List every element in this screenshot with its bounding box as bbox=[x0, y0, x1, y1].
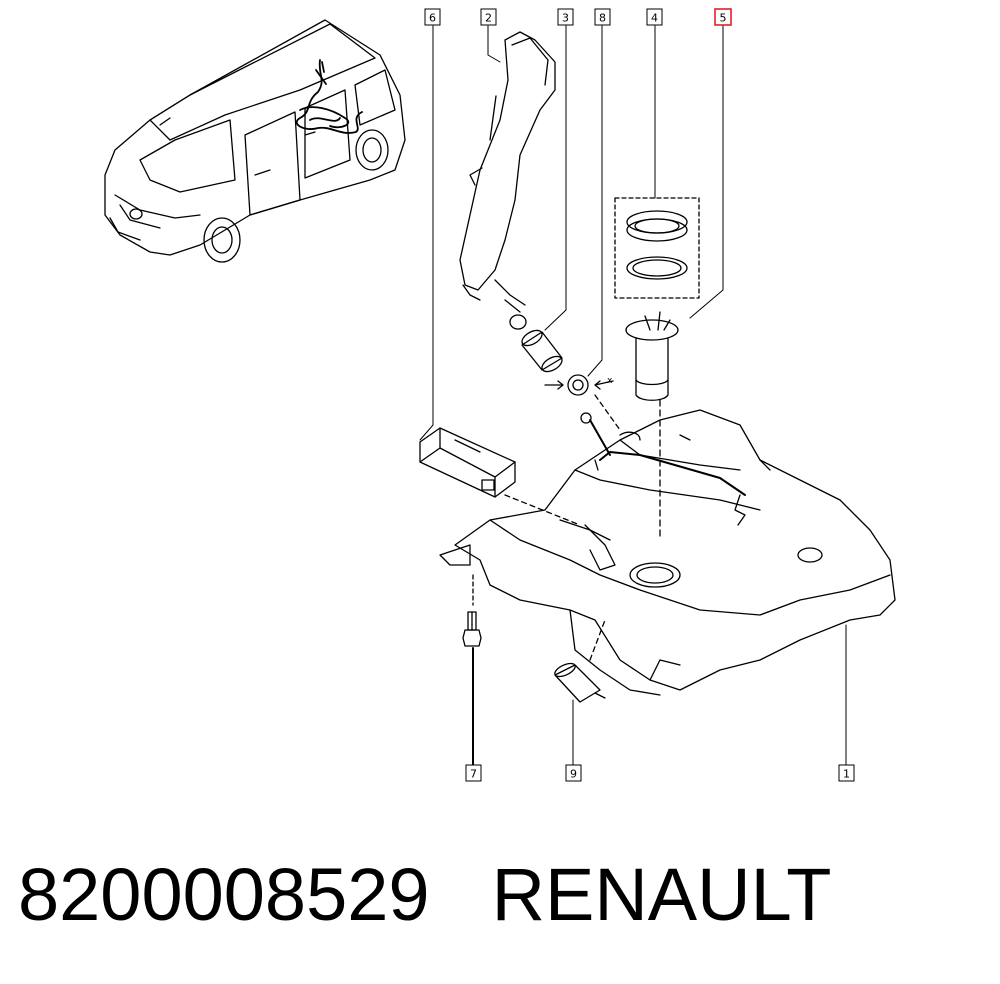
callout-2: 2 bbox=[480, 8, 497, 26]
fuel-pump-part bbox=[625, 311, 679, 541]
callout-4: 4 bbox=[646, 8, 663, 26]
callout-1-text: 1 bbox=[843, 768, 850, 781]
callout-6: 6 bbox=[424, 8, 441, 26]
callout-5-text: 5 bbox=[720, 12, 727, 25]
brand-name: RENAULT bbox=[491, 853, 832, 936]
part-number: 8200008529 bbox=[18, 853, 430, 936]
callout-7: 7 bbox=[465, 764, 482, 782]
callout-9: 9 bbox=[565, 764, 582, 782]
hose-part bbox=[521, 329, 563, 373]
callout-9-text: 9 bbox=[570, 768, 577, 781]
callout-8: 8 bbox=[594, 8, 611, 26]
fuel-tank-part bbox=[439, 394, 896, 696]
callout-4-text: 4 bbox=[651, 12, 658, 25]
callout-3: 3 bbox=[557, 8, 574, 26]
callout-1: 1 bbox=[838, 764, 855, 782]
clip-part bbox=[544, 374, 614, 396]
callout-3-text: 3 bbox=[562, 12, 569, 25]
caption: 8200008529 RENAULT bbox=[18, 852, 831, 937]
canister-part bbox=[419, 427, 581, 526]
callout-5-highlighted: 5 bbox=[714, 8, 732, 26]
bolt-part bbox=[462, 574, 482, 647]
callout-7-text: 7 bbox=[470, 768, 477, 781]
fuel-filter-part bbox=[554, 619, 606, 703]
leader-lines bbox=[419, 25, 847, 766]
filler-neck-part bbox=[459, 31, 556, 330]
lock-ring-part bbox=[614, 197, 700, 299]
callout-6-text: 6 bbox=[429, 12, 436, 25]
direction-marker: x bbox=[607, 376, 613, 386]
callout-8-text: 8 bbox=[599, 12, 606, 25]
callout-2-text: 2 bbox=[485, 12, 492, 25]
vehicle-illustration bbox=[104, 19, 406, 263]
